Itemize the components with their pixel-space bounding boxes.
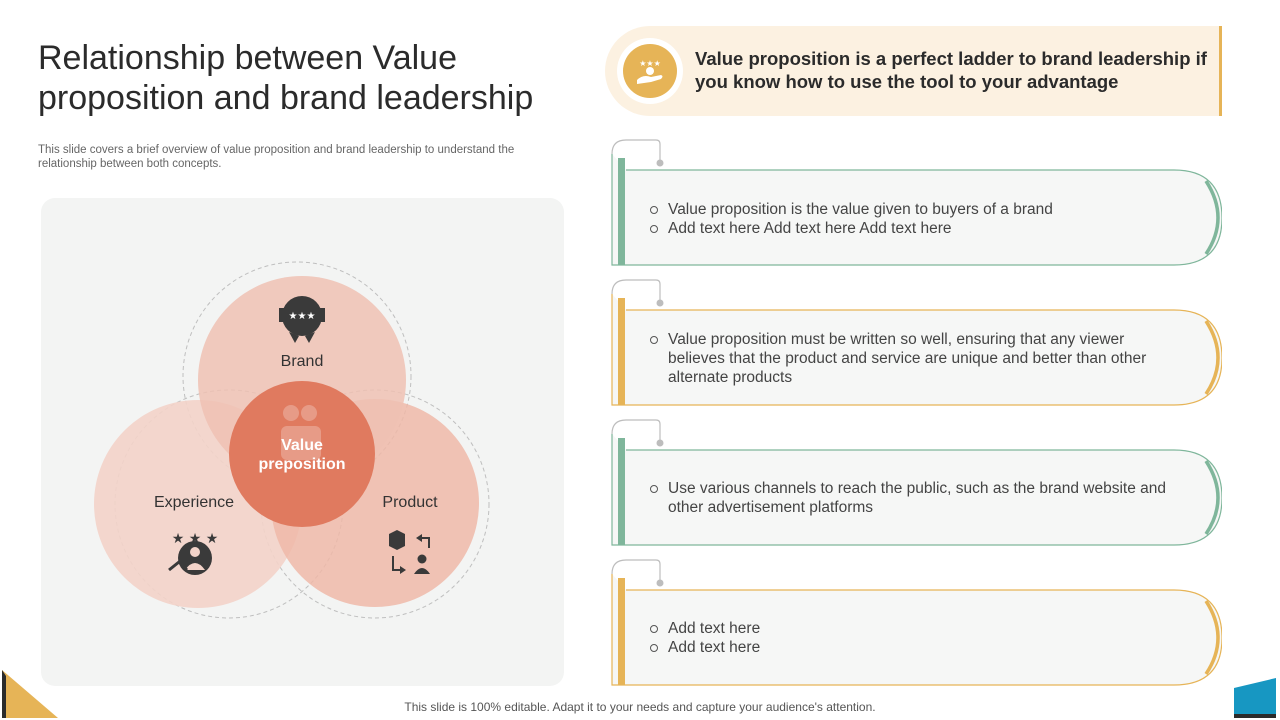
brand-label: Brand [280, 353, 324, 370]
banner-icon-frame: ★★★ [617, 38, 683, 104]
list-item: Add text here [650, 638, 1170, 657]
venn-panel: ★★★ ★ ★ ★ Brand Experience Product Value… [41, 198, 564, 686]
list-item: Use various channels to reach the public… [650, 479, 1170, 517]
svg-text:★★★: ★★★ [639, 59, 661, 68]
experience-label: Experience [153, 494, 235, 511]
banner-text: Value proposition is a perfect ladder to… [695, 48, 1207, 92]
slide-title: Relationship between Value proposition a… [38, 39, 534, 117]
info-card-3: Use various channels to reach the public… [610, 418, 1222, 546]
product-label: Product [382, 494, 438, 511]
corner-decoration-right [1234, 678, 1276, 718]
info-card-4: Add text here Add text here [610, 558, 1222, 686]
venn-diagram: ★★★ ★ ★ ★ [94, 261, 490, 619]
info-card-1: Value proposition is the value given to … [610, 138, 1222, 266]
list-item: Value proposition must be written so wel… [650, 330, 1170, 387]
award-badge-icon: ★★★ [279, 296, 325, 343]
card-2-list: Value proposition must be written so wel… [650, 330, 1170, 387]
card-1-frame [611, 139, 1222, 266]
list-item: Add text here [650, 619, 1170, 638]
value-proposition-label: Value preposition [258, 437, 346, 473]
card-3-frame [611, 419, 1222, 546]
card-3-list: Use various channels to reach the public… [650, 479, 1170, 517]
product-exchange-icon [389, 530, 430, 574]
value-proposition-icon [281, 405, 321, 460]
footer-note: This slide is 100% editable. Adapt it to… [404, 700, 876, 714]
card-2-frame [611, 279, 1222, 406]
hand-holding-stars-icon: ★★★ [623, 44, 677, 98]
customer-rating-icon: ★ ★ ★ [168, 531, 219, 575]
corner-decoration-left [2, 670, 58, 718]
slide-subtitle: This slide covers a brief overview of va… [38, 144, 515, 170]
value-proposition-circle [229, 381, 375, 527]
list-item: Value proposition is the value given to … [650, 200, 1170, 219]
svg-text:★★★: ★★★ [289, 311, 316, 322]
svg-text:★ ★ ★: ★ ★ ★ [172, 531, 219, 547]
list-item: Add text here Add text here Add text her… [650, 219, 1170, 238]
key-message-banner: ★★★ Value proposition is a perfect ladde… [605, 26, 1222, 116]
info-card-2: Value proposition must be written so wel… [610, 278, 1222, 406]
card-4-list: Add text here Add text here [650, 619, 1170, 657]
card-1-list: Value proposition is the value given to … [650, 200, 1170, 238]
